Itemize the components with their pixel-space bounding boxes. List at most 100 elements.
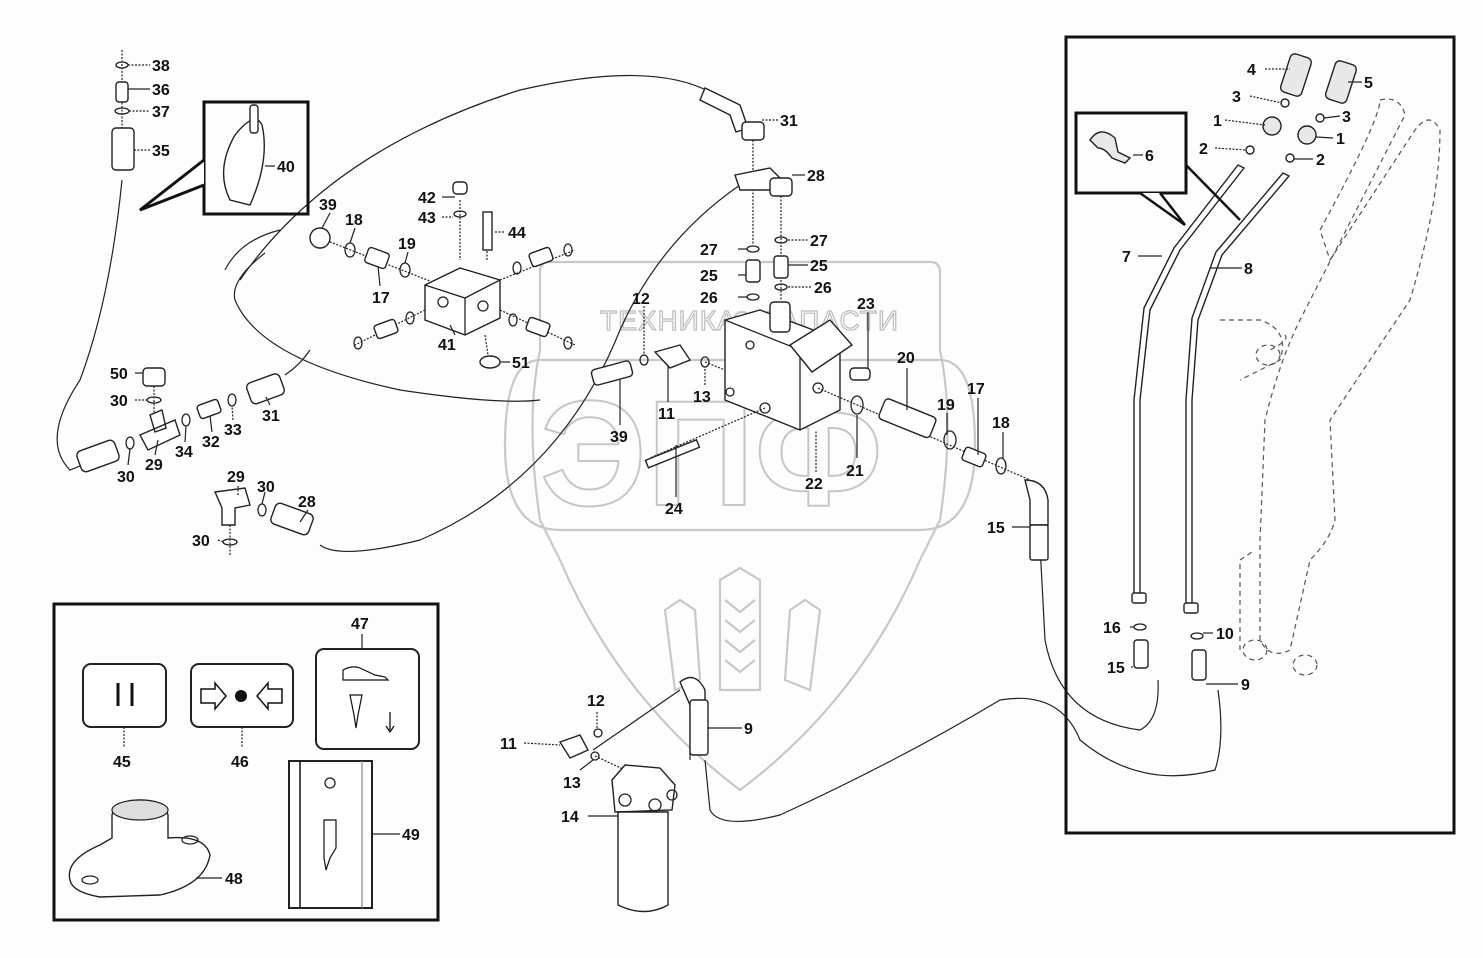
hose-31-lower-line <box>284 349 311 376</box>
callout-26-right: 26 <box>814 280 832 297</box>
hose-fitting-35 <box>111 127 135 171</box>
hose-15-line <box>1039 544 1159 731</box>
callout-49: 49 <box>402 827 420 844</box>
callout-15-upper: 15 <box>987 520 1005 537</box>
seal-3-left <box>1280 98 1290 108</box>
valve-block-22 <box>644 301 1049 561</box>
loader-arm-outline <box>1259 98 1441 654</box>
callout-7: 7 <box>1122 249 1131 266</box>
callout-27-left: 27 <box>700 242 718 259</box>
callout-17-right: 17 <box>967 381 985 398</box>
callout-30-mid: 30 <box>257 479 275 496</box>
callout-11-upper: 11 <box>658 406 675 423</box>
hose-28-lower-line <box>319 184 741 553</box>
adapter-32 <box>196 398 222 420</box>
callout-28-upper: 28 <box>807 168 825 185</box>
hose-end-15-lower <box>1133 639 1149 669</box>
callout-43: 43 <box>418 210 436 227</box>
callout-2-left: 2 <box>1199 141 1208 158</box>
clamp-6 <box>1089 131 1132 164</box>
adapter-17-right <box>961 446 987 468</box>
callout-28-lower: 28 <box>298 494 316 511</box>
decal-47 <box>315 648 420 750</box>
o-ring-13-lower <box>590 751 600 761</box>
check-valve-20 <box>878 398 937 439</box>
callout-1-right: 1 <box>1336 131 1345 148</box>
o-ring-13 <box>700 356 710 368</box>
callout-18-left: 18 <box>345 212 363 229</box>
adapter-36 <box>115 81 129 103</box>
cap-50 <box>142 367 166 387</box>
callout-30-bottom: 30 <box>192 533 210 550</box>
callout-37: 37 <box>152 104 170 121</box>
callout-39-left: 39 <box>319 197 337 214</box>
hose-39-loop-line <box>233 252 541 402</box>
clamp-inset <box>1074 111 1241 227</box>
hose-end-9-lower <box>1191 649 1207 681</box>
adapter-25-left <box>745 259 761 283</box>
washer-43 <box>453 210 467 218</box>
callout-21: 21 <box>846 463 864 480</box>
callout-18-right: 18 <box>992 415 1010 432</box>
o-ring-33 <box>227 393 237 407</box>
o-ring-27-left <box>746 245 760 253</box>
watermark-text-left: ТЕХНИКА <box>600 305 737 336</box>
seal-2-right <box>1285 153 1295 163</box>
decal-45 <box>82 663 167 728</box>
tee-29-lower <box>213 487 251 526</box>
callout-27-right: 27 <box>810 233 828 250</box>
callout-12-upper: 12 <box>632 291 650 308</box>
callout-13-lower: 13 <box>563 775 581 792</box>
callout-labels: 38 36 37 35 40 39 18 19 17 42 43 44 41 5… <box>110 58 1373 888</box>
callout-3-right: 3 <box>1342 109 1351 126</box>
callout-9-lower: 9 <box>744 721 753 738</box>
callout-8: 8 <box>1244 261 1253 278</box>
o-ring-18-right <box>995 457 1007 475</box>
adapter-1-right <box>1297 125 1317 145</box>
watermark-shield <box>531 260 949 792</box>
adapter-17 <box>364 246 390 270</box>
arrows-to-dot-icon <box>200 680 283 712</box>
o-ring-27-right <box>774 236 788 244</box>
o-ring-30-left <box>125 436 135 450</box>
callout-5: 5 <box>1364 75 1373 92</box>
hose-end-28-lower <box>270 502 314 536</box>
callout-2-right: 2 <box>1316 152 1325 169</box>
seal-3-right <box>1315 113 1325 123</box>
fitting-chain-left <box>309 227 441 286</box>
hose-end-31-lower <box>245 373 285 405</box>
callout-38: 38 <box>152 58 170 75</box>
fitting-stack-35 <box>111 50 135 171</box>
hose-elbow-15 <box>1024 479 1049 526</box>
callout-41: 41 <box>438 337 456 354</box>
callout-51: 51 <box>512 355 530 372</box>
o-ring-16 <box>1133 623 1147 631</box>
coupler-5 <box>1324 60 1358 104</box>
callout-46: 46 <box>231 754 249 771</box>
marker-icon <box>323 819 337 871</box>
callout-29-lower: 29 <box>227 469 245 486</box>
foot-pedal-icon <box>342 666 395 734</box>
o-ring-30-mid <box>257 503 267 517</box>
callout-30-top: 30 <box>110 393 128 410</box>
hose-end-31 <box>741 121 765 141</box>
callout-10: 10 <box>1216 626 1234 643</box>
callout-33: 33 <box>224 422 242 439</box>
callout-35: 35 <box>152 143 170 160</box>
hose-ends-31-28 <box>699 87 793 301</box>
callout-32: 32 <box>202 434 220 451</box>
callout-9-right: 9 <box>1241 677 1250 694</box>
callout-25-right: 25 <box>810 258 828 275</box>
loader-arm-frame <box>1064 35 1456 835</box>
callout-16: 16 <box>1103 620 1121 637</box>
plug-23 <box>849 367 871 381</box>
callout-3-left: 3 <box>1232 89 1241 106</box>
filter-canister-14 <box>617 811 669 913</box>
callout-42: 42 <box>418 190 436 207</box>
bolt-24 <box>644 438 701 469</box>
plug-51 <box>479 355 501 369</box>
hose-35-line <box>56 179 123 471</box>
callout-48: 48 <box>225 871 243 888</box>
